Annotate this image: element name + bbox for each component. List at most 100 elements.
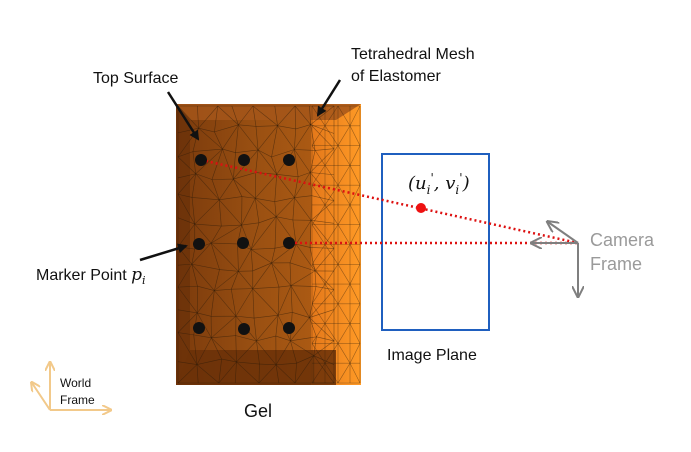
mesh-edge <box>271 156 278 175</box>
mesh-edge <box>277 105 296 126</box>
mesh-edge <box>236 340 257 363</box>
mesh-edge <box>191 249 195 265</box>
mesh-edge <box>191 197 196 225</box>
mesh-edge <box>194 223 212 244</box>
mesh-edge <box>252 262 272 289</box>
mesh-edge <box>241 224 252 250</box>
mesh-edge <box>349 343 361 364</box>
mesh-edge <box>258 364 277 384</box>
mesh-edge <box>193 334 198 365</box>
mesh-edge <box>349 125 361 146</box>
mesh-edge <box>278 312 293 316</box>
mesh-edge <box>275 364 296 384</box>
mesh-edge <box>310 124 316 151</box>
mesh-edge <box>274 216 277 249</box>
mesh-edge <box>324 363 339 384</box>
world-frame-label-line1: World <box>60 376 91 390</box>
mesh-edge <box>241 196 256 199</box>
mesh-edge <box>191 242 212 265</box>
mesh-edge <box>250 222 260 250</box>
marker-point <box>283 237 295 249</box>
mesh-edge <box>324 145 339 166</box>
mesh-edge <box>177 312 198 333</box>
mesh-edge <box>211 337 222 360</box>
mesh-edge <box>311 204 326 225</box>
mesh-edge <box>193 334 212 339</box>
mesh-edge <box>313 355 335 384</box>
camera-frame-label-line2: Frame <box>590 254 642 274</box>
mesh-edge <box>294 149 311 173</box>
mesh-edge <box>337 283 351 305</box>
mesh-edge <box>337 204 351 225</box>
mesh-edge <box>289 262 292 286</box>
mesh-edge <box>177 364 198 384</box>
mesh-edge <box>217 105 239 126</box>
mesh-edge <box>324 184 339 206</box>
mesh-edge <box>177 361 198 365</box>
mesh-edge <box>290 336 317 342</box>
mesh-edge <box>219 196 243 201</box>
mesh-edge <box>315 148 335 151</box>
mesh-edge <box>324 343 339 364</box>
mesh-edge <box>194 223 222 227</box>
mesh-edge <box>295 124 311 130</box>
mesh-edge <box>236 361 260 365</box>
mesh-edge <box>233 172 256 180</box>
mesh-edge <box>324 125 339 146</box>
mesh-edge <box>324 323 339 344</box>
mesh-edge <box>235 335 237 362</box>
mesh-edge <box>290 340 297 364</box>
gel-bottom-face <box>176 350 336 385</box>
mesh-edge <box>255 126 259 151</box>
mesh-edge <box>337 244 351 265</box>
mesh-edge <box>298 172 311 178</box>
mesh-edge <box>197 285 215 291</box>
mesh-edge <box>254 198 260 223</box>
mesh-edge <box>221 224 242 227</box>
mesh-edge <box>177 156 196 174</box>
mesh-edge <box>238 105 254 126</box>
mesh-edge <box>177 151 194 158</box>
mesh-edge <box>211 335 236 339</box>
mesh-edge <box>310 195 312 221</box>
mesh-edge <box>309 289 335 318</box>
mesh-edge <box>214 124 239 133</box>
mesh-edge <box>210 224 242 244</box>
mesh-edge <box>250 249 272 264</box>
mesh-edge <box>177 194 196 225</box>
marker-point <box>238 323 250 335</box>
mesh-edge <box>191 263 220 270</box>
mesh-edge <box>314 270 335 290</box>
top-surface-label: Top Surface <box>93 70 178 87</box>
mesh-edge <box>310 200 335 221</box>
mesh-edge <box>337 264 351 285</box>
mesh-edge <box>198 105 218 129</box>
mesh-edge <box>197 105 199 129</box>
mesh-edge <box>255 198 277 217</box>
mesh-edge <box>275 315 279 337</box>
mesh-edge <box>309 148 335 173</box>
mesh-edge <box>274 201 277 217</box>
mesh-edge <box>256 340 277 366</box>
mesh-edge <box>255 197 275 203</box>
mesh-edge <box>324 105 339 126</box>
mesh-edge <box>250 216 277 250</box>
mesh-edge <box>289 244 297 263</box>
mesh-edge <box>257 149 277 175</box>
mesh-edge <box>256 314 279 342</box>
mesh-edge <box>309 309 335 318</box>
marker-point <box>238 154 250 166</box>
mesh-label-line1: Tetrahedral Mesh <box>351 46 475 63</box>
mesh-edge <box>195 148 223 174</box>
mesh-edge <box>294 172 311 198</box>
mesh-edge <box>274 105 278 126</box>
mesh-label-line2: of Elastomer <box>351 68 441 85</box>
mesh-edge <box>177 332 198 365</box>
mesh-edge <box>324 303 339 324</box>
mesh-edge <box>191 264 198 287</box>
mesh-edge <box>311 125 326 146</box>
mesh-edge <box>222 148 236 153</box>
camera-frame-axes <box>532 222 578 296</box>
mesh-edge <box>177 193 193 198</box>
mesh-edge <box>296 355 314 364</box>
